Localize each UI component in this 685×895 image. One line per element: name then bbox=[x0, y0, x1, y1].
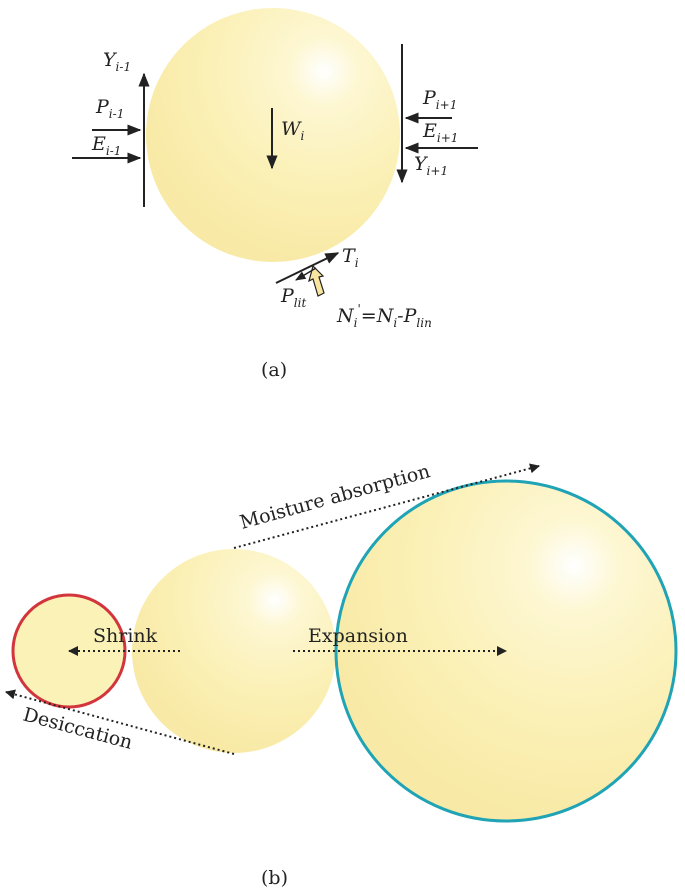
p-lit-label: Plit bbox=[280, 285, 306, 310]
desiccation-arrow bbox=[5, 689, 235, 755]
y-right-label: Yi+1 bbox=[414, 153, 448, 178]
caption-a: (a) bbox=[261, 359, 287, 381]
y-left-label: Yi-1 bbox=[103, 49, 131, 74]
p-lit-arrow bbox=[295, 267, 317, 281]
p-right-label: Pi+1 bbox=[422, 87, 457, 112]
normal-force-arrow bbox=[308, 264, 325, 297]
p-left-label: Pi-1 bbox=[95, 96, 124, 121]
tangent-label: Ti bbox=[342, 245, 359, 270]
expansion-label: Expansion bbox=[308, 625, 408, 647]
panel-a: Yi-1 Pi-1 Ei-1 Wi Pi+1 Ei+1 Yi+1 Ti Plit… bbox=[72, 8, 478, 381]
panel-b: Moisture absorption Expansion Shrink Des… bbox=[5, 460, 678, 889]
shrink-label: Shrink bbox=[93, 625, 158, 647]
normal-equation-label: Ni'=Ni-Plin bbox=[336, 302, 432, 330]
tangent-arrow bbox=[275, 252, 340, 284]
original-sphere bbox=[132, 549, 336, 753]
caption-b: (b) bbox=[261, 867, 288, 889]
e-right-label: Ei+1 bbox=[422, 120, 458, 145]
e-left-label: Ei-1 bbox=[91, 133, 121, 158]
weight-label: Wi bbox=[281, 118, 305, 143]
